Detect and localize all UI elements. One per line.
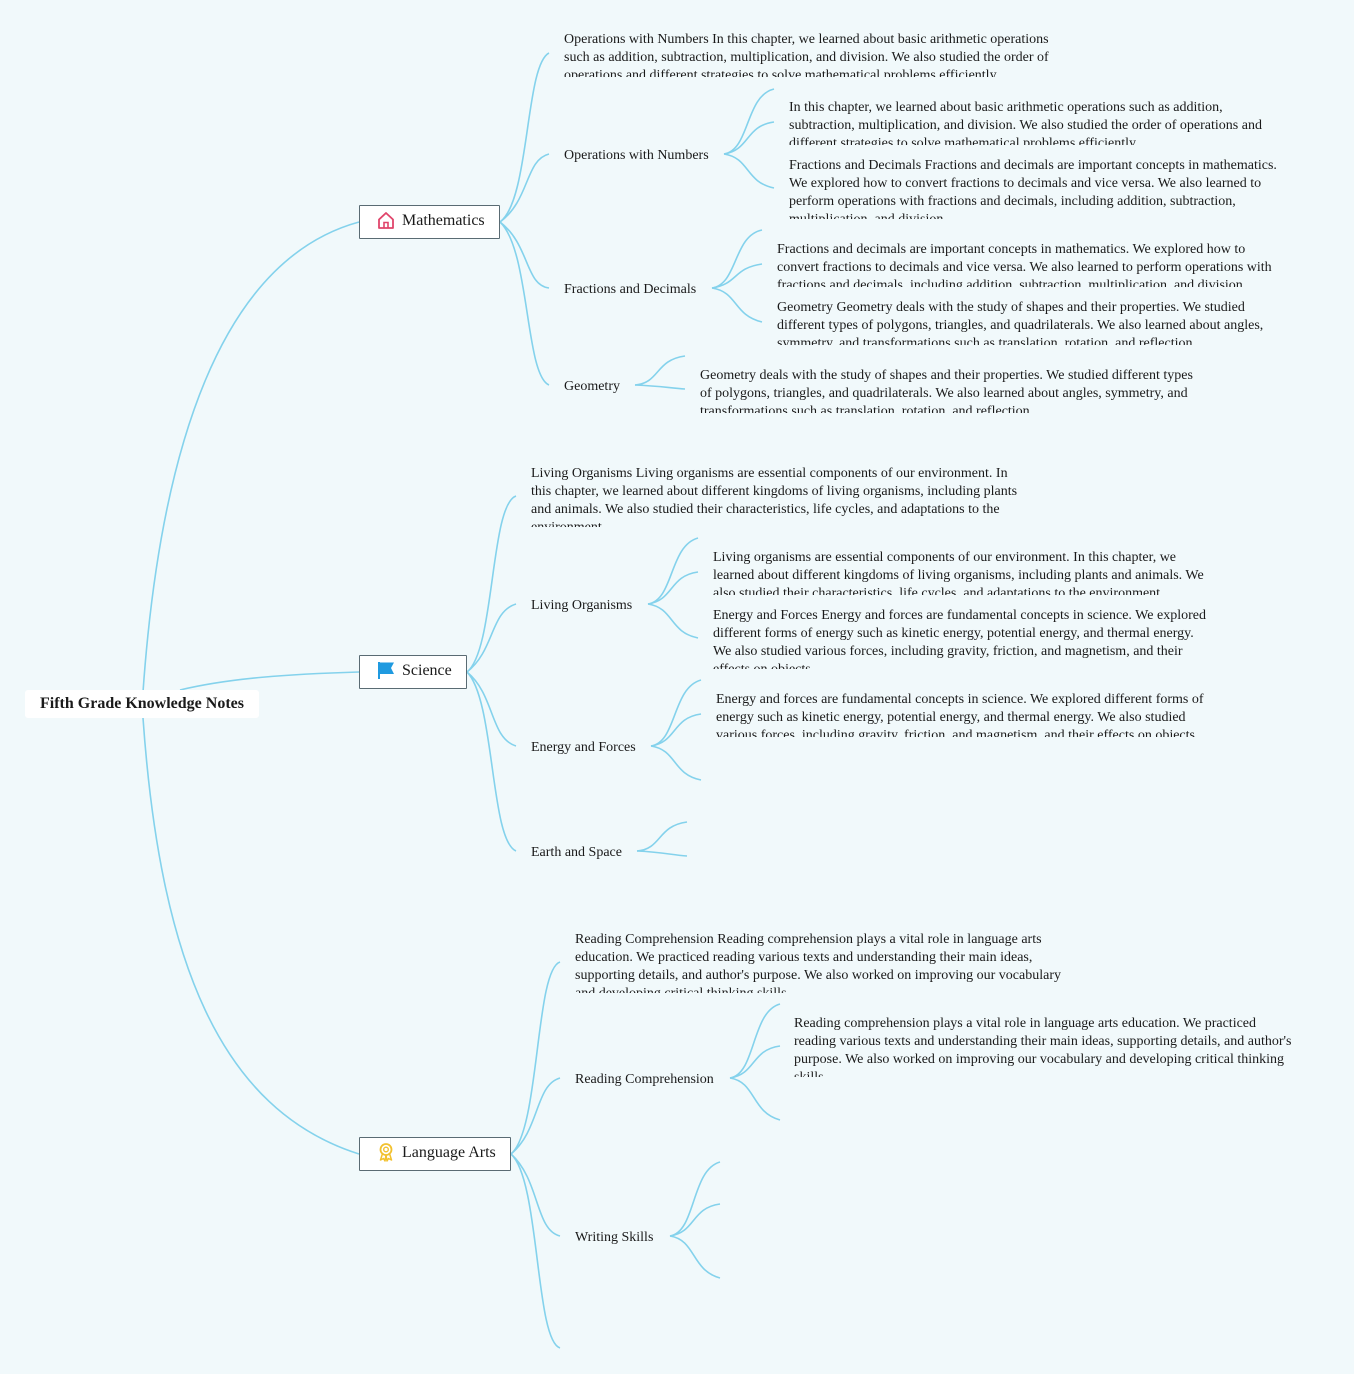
category-label: Mathematics bbox=[402, 212, 485, 229]
science-summary-note[interactable]: Living Organisms Living organisms are es… bbox=[531, 466, 1018, 527]
edge-language-extra bbox=[510, 1153, 561, 1349]
edge-fractions-note-3 bbox=[711, 287, 763, 323]
edge-science-earth bbox=[466, 671, 517, 852]
edge-math-operations bbox=[499, 153, 550, 223]
topic-reading-comprehension[interactable]: Reading Comprehension bbox=[575, 1072, 714, 1087]
edge-reading-note-1 bbox=[729, 1003, 781, 1079]
edge-reading-note-3 bbox=[729, 1077, 781, 1121]
edge-earth-note-1 bbox=[636, 821, 688, 852]
edge-geometry-note-1 bbox=[634, 355, 686, 386]
award-ribbon-icon bbox=[376, 1142, 396, 1162]
edge-living-note-2 bbox=[647, 571, 699, 605]
edge-writing-note-1 bbox=[669, 1161, 721, 1237]
category-node-language-arts[interactable]: Language Arts bbox=[359, 1137, 511, 1171]
edge-living-note-3 bbox=[647, 603, 699, 639]
edge-energy-note-3 bbox=[650, 745, 702, 781]
note-living-1[interactable]: Living organisms are essential component… bbox=[713, 550, 1204, 595]
house-icon bbox=[376, 210, 396, 230]
edge-root-language-arts bbox=[142, 717, 360, 1155]
topic-operations-with-numbers[interactable]: Operations with Numbers bbox=[564, 148, 709, 163]
edge-fractions-note-2 bbox=[711, 263, 763, 289]
edge-earth-note-2 bbox=[636, 850, 688, 857]
edge-operations-note-1 bbox=[723, 88, 775, 155]
topic-fractions-and-decimals[interactable]: Fractions and Decimals bbox=[564, 282, 697, 297]
edge-writing-note-2 bbox=[669, 1203, 721, 1237]
note-living-2[interactable]: Energy and Forces Energy and forces are … bbox=[713, 608, 1206, 669]
topic-energy-and-forces[interactable]: Energy and Forces bbox=[531, 740, 636, 755]
edge-living-note-1 bbox=[647, 537, 699, 605]
edge-math-fractions bbox=[499, 221, 550, 289]
edge-science-summary bbox=[466, 495, 517, 673]
edge-root-mathematics bbox=[142, 221, 360, 693]
edge-science-living bbox=[466, 603, 517, 673]
edge-language-reading bbox=[510, 1077, 561, 1155]
note-geometry-1[interactable]: Geometry deals with the study of shapes … bbox=[700, 368, 1193, 413]
edge-geometry-note-2 bbox=[634, 384, 686, 390]
note-reading-1[interactable]: Reading comprehension plays a vital role… bbox=[794, 1016, 1292, 1077]
edge-energy-note-1 bbox=[650, 679, 702, 747]
note-operations-1[interactable]: In this chapter, we learned about basic … bbox=[789, 100, 1262, 145]
topic-living-organisms[interactable]: Living Organisms bbox=[531, 598, 633, 613]
note-fractions-1[interactable]: Fractions and decimals are important con… bbox=[777, 242, 1272, 287]
edge-math-geometry bbox=[499, 221, 550, 386]
topic-writing-skills[interactable]: Writing Skills bbox=[575, 1230, 654, 1245]
note-operations-2[interactable]: Fractions and Decimals Fractions and dec… bbox=[789, 158, 1277, 219]
math-summary-note[interactable]: Operations with Numbers In this chapter,… bbox=[564, 32, 1049, 77]
edge-fractions-note-1 bbox=[711, 229, 763, 289]
edge-language-summary bbox=[510, 961, 561, 1155]
flag-icon bbox=[376, 660, 396, 680]
topic-earth-and-space[interactable]: Earth and Space bbox=[531, 845, 622, 860]
category-label: Science bbox=[402, 662, 452, 679]
edge-writing-note-3 bbox=[669, 1235, 721, 1279]
note-energy-1[interactable]: Energy and forces are fundamental concep… bbox=[716, 692, 1204, 737]
edge-science-energy bbox=[466, 671, 517, 747]
edge-math-summary bbox=[499, 52, 550, 223]
language-summary-note[interactable]: Reading Comprehension Reading comprehens… bbox=[575, 932, 1061, 993]
edge-language-writing bbox=[510, 1153, 561, 1237]
note-fractions-2[interactable]: Geometry Geometry deals with the study o… bbox=[777, 300, 1264, 345]
root-node[interactable]: Fifth Grade Knowledge Notes bbox=[25, 690, 259, 718]
topic-geometry[interactable]: Geometry bbox=[564, 379, 620, 394]
edge-energy-note-2 bbox=[650, 713, 702, 747]
category-node-science[interactable]: Science bbox=[359, 655, 467, 689]
edge-operations-note-3 bbox=[723, 153, 775, 189]
edge-root-science bbox=[179, 671, 360, 691]
edge-operations-note-2 bbox=[723, 121, 775, 155]
edge-reading-note-2 bbox=[729, 1045, 781, 1079]
category-label: Language Arts bbox=[402, 1144, 496, 1161]
category-node-mathematics[interactable]: Mathematics bbox=[359, 205, 500, 239]
